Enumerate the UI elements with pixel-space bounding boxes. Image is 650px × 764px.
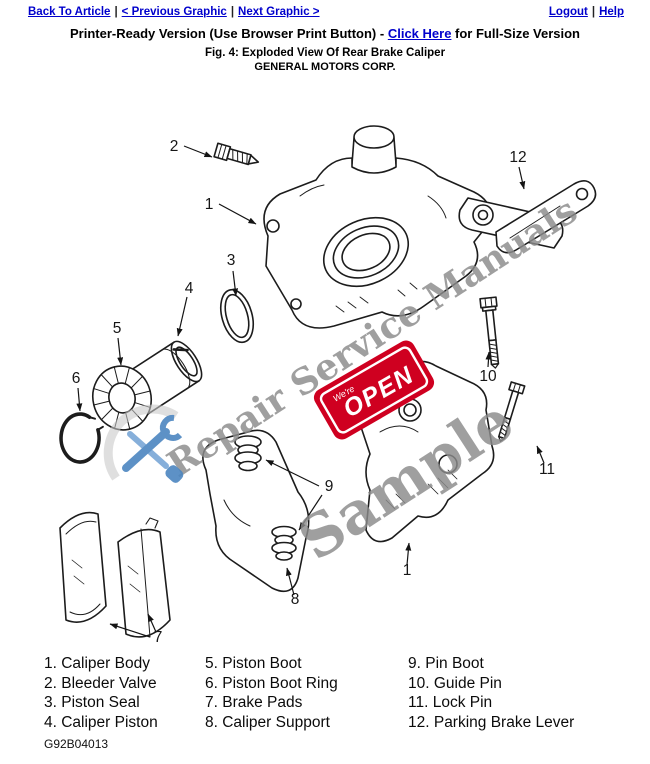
callout-10: 10 bbox=[479, 368, 497, 385]
help-link[interactable]: Help bbox=[599, 6, 624, 18]
legend-item: 3. Piston Seal bbox=[44, 694, 140, 711]
diagram-area: 2 1 12 3 4 5 6 10 11 9 8 1 7 Repair Serv… bbox=[0, 92, 650, 652]
legend-column-3: 9. Pin Boot 10. Guide Pin 11. Lock Pin 1… bbox=[408, 654, 574, 732]
back-to-article-link[interactable]: Back To Article bbox=[28, 6, 111, 18]
legend-item: 1. Caliper Body bbox=[44, 655, 150, 672]
nav-separator: | bbox=[230, 6, 235, 18]
nav-separator: | bbox=[591, 6, 596, 18]
figure-code: G92B04013 bbox=[44, 737, 109, 751]
callout-11: 11 bbox=[539, 461, 555, 478]
callout-3: 3 bbox=[227, 252, 236, 269]
pin-boot-upper-part bbox=[234, 435, 262, 472]
figure-caption: Fig. 4: Exploded View Of Rear Brake Cali… bbox=[204, 47, 446, 59]
top-nav-bar: Back To Article|< Previous Graphic|Next … bbox=[0, 0, 650, 18]
callout-9: 9 bbox=[325, 478, 334, 495]
callout-7: 7 bbox=[154, 629, 163, 646]
guide-pin-part bbox=[479, 296, 500, 369]
piston-seal-part bbox=[219, 288, 255, 344]
legend-item: 7. Brake Pads bbox=[205, 694, 303, 711]
callouts-layer: 2 1 12 3 4 5 6 10 11 9 8 1 7 bbox=[72, 138, 555, 646]
lock-pin-part bbox=[497, 381, 526, 442]
exploded-view-svg: 2 1 12 3 4 5 6 10 11 9 8 1 7 Repair Serv… bbox=[59, 125, 597, 646]
callout-8: 8 bbox=[291, 591, 300, 608]
legend-item: 10. Guide Pin bbox=[408, 674, 502, 692]
brake-pads-part bbox=[59, 511, 171, 638]
parts-legend: 1. Caliper Body 2. Bleeder Valve 3. Pist… bbox=[44, 654, 574, 732]
full-size-suffix-text: for Full-Size Version bbox=[451, 26, 580, 41]
callout-6: 6 bbox=[72, 370, 81, 387]
legend-item: 9. Pin Boot bbox=[408, 655, 484, 672]
printer-ready-text: Printer-Ready Version (Use Browser Print… bbox=[69, 26, 388, 41]
callout-2: 2 bbox=[170, 138, 179, 155]
nav-right-group: Logout|Help bbox=[549, 6, 624, 18]
piston-boot-ring-part bbox=[59, 412, 104, 464]
callout-12: 12 bbox=[509, 149, 526, 166]
company-name: GENERAL MOTORS CORP. bbox=[254, 61, 396, 73]
callout-5: 5 bbox=[113, 320, 122, 337]
logout-link[interactable]: Logout bbox=[548, 6, 588, 18]
tools-logo-icon bbox=[103, 404, 184, 483]
legend-item: 8. Caliper Support bbox=[205, 713, 330, 731]
legend-item: 11. Lock Pin bbox=[408, 694, 493, 711]
page-title: Printer-Ready Version (Use Browser Print… bbox=[0, 26, 650, 41]
caliper-support-part bbox=[202, 429, 310, 593]
legend-column-2: 5. Piston Boot 6. Piston Boot Ring 7. Br… bbox=[205, 654, 408, 732]
bleeder-valve-part bbox=[213, 142, 260, 166]
legend-item: 6. Piston Boot Ring bbox=[205, 674, 338, 692]
legend-item: 2. Bleeder Valve bbox=[44, 674, 157, 692]
callout-4: 4 bbox=[185, 280, 194, 297]
full-size-version-link[interactable]: Click Here bbox=[387, 26, 452, 41]
legend-item: 4. Caliper Piston bbox=[44, 713, 158, 731]
callout-1-bracket: 1 bbox=[403, 562, 412, 579]
parking-brake-lever-part bbox=[495, 180, 597, 254]
previous-graphic-link[interactable]: < Previous Graphic bbox=[121, 6, 227, 18]
pin-boot-lower-part bbox=[271, 525, 297, 561]
nav-left-group: Back To Article|< Previous Graphic|Next … bbox=[28, 6, 320, 18]
nav-separator: | bbox=[114, 6, 118, 18]
callout-1-body: 1 bbox=[205, 196, 214, 213]
next-graphic-link[interactable]: Next Graphic > bbox=[238, 6, 320, 18]
legend-item: 12. Parking Brake Lever bbox=[408, 713, 575, 731]
legend-column-1: 1. Caliper Body 2. Bleeder Valve 3. Pist… bbox=[44, 654, 205, 732]
legend-item: 5. Piston Boot bbox=[205, 655, 302, 672]
